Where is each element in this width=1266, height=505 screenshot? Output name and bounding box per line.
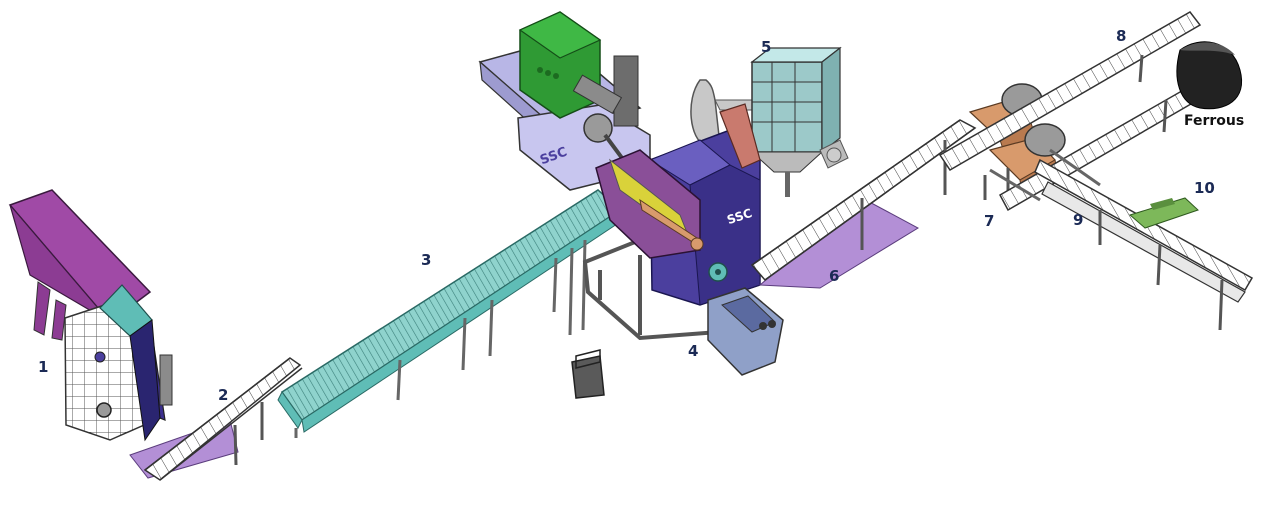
magnetic-separators [968, 83, 1066, 200]
transfer-conveyor-6 [750, 119, 977, 289]
label-8: 8 [1116, 27, 1127, 45]
label-7: 7 [984, 212, 995, 230]
label-3: 3 [421, 251, 432, 269]
label-10: 10 [1194, 179, 1215, 197]
inclined-conveyor-2 [129, 357, 303, 481]
sorted-material-10 [1128, 197, 1199, 229]
discharge-tray [707, 287, 784, 376]
label-5: 5 [761, 38, 772, 56]
support-frames [989, 148, 1101, 202]
ferrous-label: Ferrous [1184, 113, 1245, 129]
label-2: 2 [218, 386, 229, 404]
label-9: 9 [1073, 211, 1084, 229]
non-ferrous-conveyor-9 [1034, 158, 1254, 331]
feed-hopper [8, 189, 173, 442]
drive-housing: SSC [478, 11, 692, 252]
label-4: 4 [688, 342, 699, 360]
slat-conveyor-3 [277, 189, 622, 438]
label-1: 1 [38, 358, 49, 376]
waste-bin [571, 349, 605, 399]
label-6: 6 [829, 267, 840, 285]
dust-collector [690, 46, 849, 197]
